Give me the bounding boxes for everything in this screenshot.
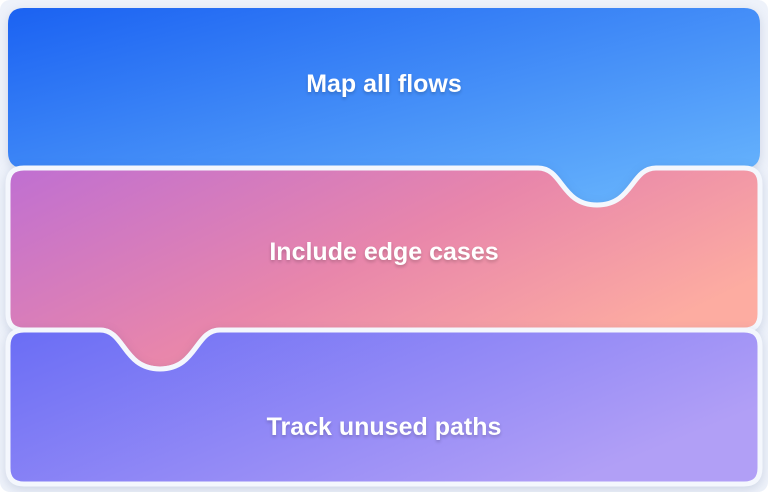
- block-label-include-edge-cases: Include edge cases: [269, 238, 499, 266]
- block-label-map-all-flows: Map all flows: [306, 70, 462, 98]
- block-map-all-flows: [8, 8, 760, 205]
- block-label-track-unused-paths: Track unused paths: [266, 413, 502, 441]
- block-track-unused-paths: [5, 327, 763, 487]
